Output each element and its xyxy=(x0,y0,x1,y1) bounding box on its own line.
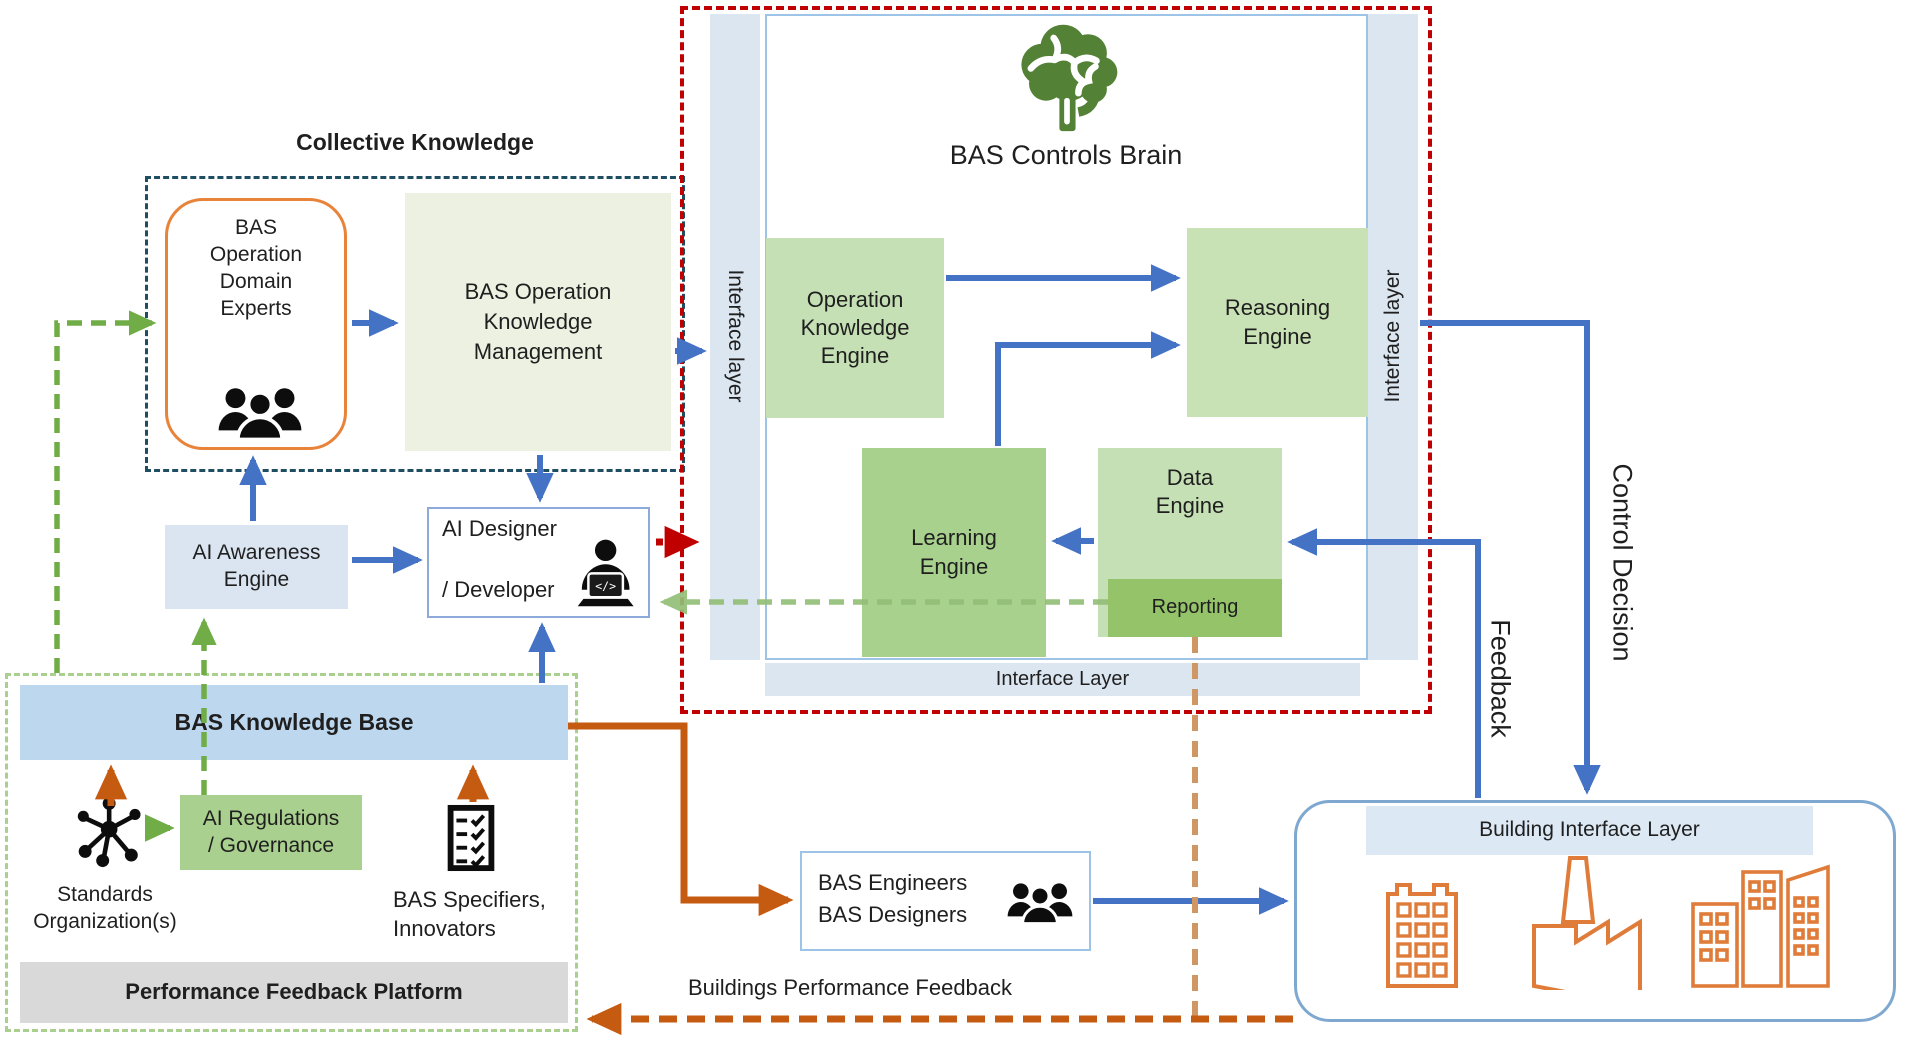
ai-regulations-label: AI Regulations / Governance xyxy=(202,806,340,857)
operation-knowledge-engine-box: Operation Knowledge Engine xyxy=(766,238,944,418)
office-building-icon xyxy=(1382,876,1462,995)
interface-layer-left-label: Interface layer xyxy=(724,269,747,403)
city-buildings-icon xyxy=(1688,858,1836,995)
ai-awareness-engine-label: AI Awareness Engine xyxy=(192,541,321,591)
standards-organizations-label: Standards Organization(s) xyxy=(33,883,177,933)
bas-knowledge-base-bar: BAS Knowledge Base xyxy=(20,685,568,760)
factory-icon xyxy=(1518,850,1658,1009)
reporting-box: Reporting xyxy=(1108,579,1282,637)
data-engine-label: Data Engine xyxy=(1155,465,1225,519)
performance-feedback-platform-bar: Performance Feedback Platform xyxy=(20,962,568,1023)
ai-designer-label-line1: AI Designer xyxy=(442,516,557,541)
arrow-knowledge-base-to-engineers xyxy=(568,722,794,917)
buildings-performance-feedback-label: Buildings Performance Feedback xyxy=(687,975,1013,1000)
network-icon xyxy=(74,796,148,873)
arrow-knowledge-group-to-experts xyxy=(54,310,157,673)
svg-text:</>: </> xyxy=(595,579,616,593)
interface-layer-left-strip xyxy=(710,14,760,660)
knowledge-management-label: BAS Operation Knowledge Management xyxy=(464,279,612,364)
experts-label: BAS Operation Domain Experts xyxy=(209,216,303,320)
reporting-label: Reporting xyxy=(1151,596,1239,619)
control-decision-label: Control Decision xyxy=(1607,463,1638,662)
interface-layer-right-label: Interface layer xyxy=(1381,269,1404,403)
building-interface-header: Building Interface Layer xyxy=(1366,806,1813,855)
experts-people-icon xyxy=(214,381,306,448)
ai-regulations-box: AI Regulations / Governance xyxy=(180,795,362,870)
ai-designer-label-line2: / Developer xyxy=(442,577,555,602)
checklist-icon xyxy=(446,804,496,877)
brain-icon xyxy=(1010,18,1124,139)
bas-engineers-box: BAS Engineers BAS Designers xyxy=(800,851,1091,951)
ai-designer-box: AI Designer / Developer </> xyxy=(427,507,650,618)
feedback-label: Feedback xyxy=(1485,619,1516,738)
collective-knowledge-title: Collective Knowledge xyxy=(296,129,534,155)
engineers-people-icon xyxy=(1004,877,1076,932)
learning-engine-box: Learning Engine xyxy=(862,448,1046,657)
bas-operation-knowledge-management-box: BAS Operation Knowledge Management xyxy=(405,193,671,451)
learning-engine-label: Learning Engine xyxy=(911,525,997,579)
building-interface-header-label: Building Interface Layer xyxy=(1479,818,1700,842)
performance-feedback-platform-label: Performance Feedback Platform xyxy=(125,979,463,1005)
reasoning-engine-box: Reasoning Engine xyxy=(1187,228,1368,417)
bas-knowledge-base-label: BAS Knowledge Base xyxy=(174,708,414,735)
operation-knowledge-engine-label: Operation Knowledge Engine xyxy=(800,286,910,369)
interface-layer-bottom-label: Interface Layer xyxy=(995,667,1130,690)
ai-awareness-engine-box: AI Awareness Engine xyxy=(165,525,348,609)
interface-layer-bottom-strip: Interface Layer xyxy=(765,663,1360,696)
bas-operation-domain-experts-box: BAS Operation Domain Experts xyxy=(165,198,347,450)
brain-title: BAS Controls Brain xyxy=(949,140,1183,170)
bas-engineers-label: BAS Engineers BAS Designers xyxy=(818,870,968,927)
reasoning-engine-label: Reasoning Engine xyxy=(1224,295,1331,349)
developer-icon: </> xyxy=(567,537,641,618)
bas-specifiers-label: BAS Specifiers, Innovators xyxy=(393,887,546,941)
